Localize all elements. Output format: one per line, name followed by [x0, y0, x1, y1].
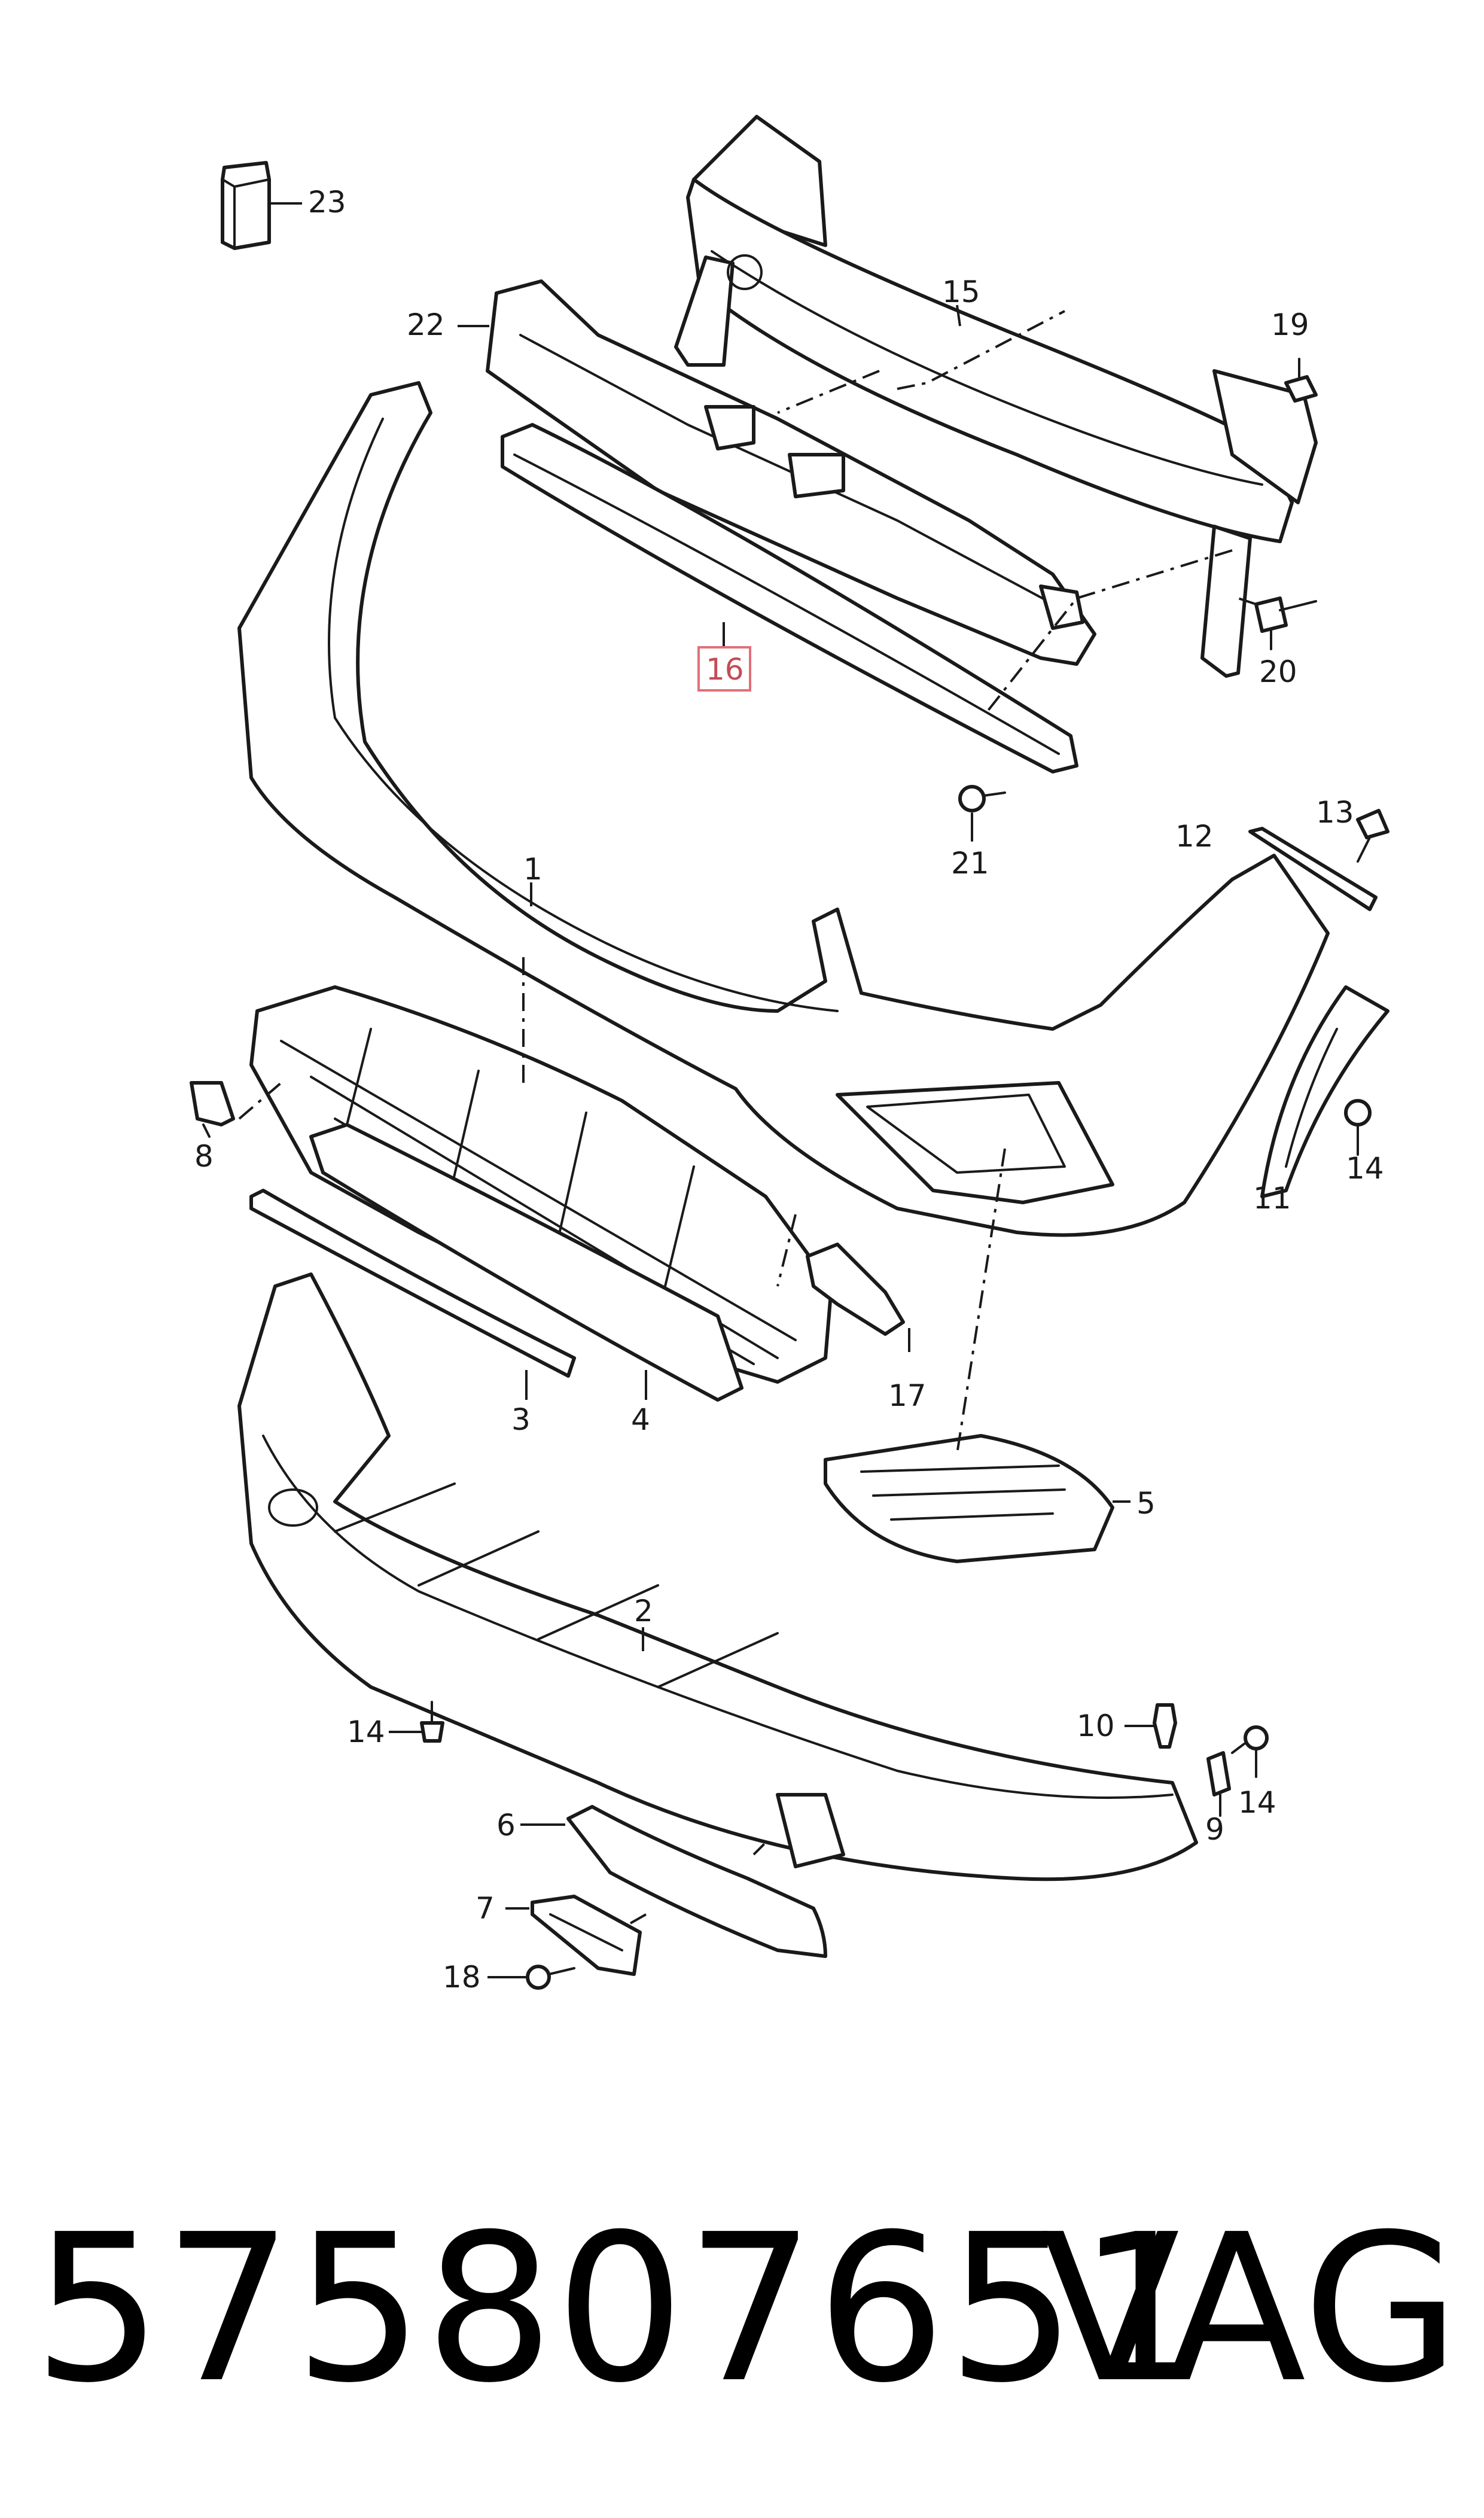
part-2-lower-spoiler — [237, 1272, 1198, 1881]
part-10-clip — [1125, 1703, 1177, 1749]
callout-17: 17 — [888, 1378, 927, 1413]
part-5-fog-grille — [824, 1434, 1130, 1563]
callout-14-left: 14 — [347, 1715, 385, 1749]
callout-23: 23 — [308, 185, 346, 220]
part-7-tow-cover — [505, 1895, 642, 1976]
part-15-crossmember — [674, 115, 1318, 678]
callout-4: 4 — [631, 1402, 650, 1437]
part-18-screw — [487, 1965, 575, 1990]
callout-15: 15 — [942, 275, 980, 309]
part-14-screw-lower-right — [1231, 1725, 1269, 1778]
part-23-box — [221, 161, 302, 250]
part-14-screw-left — [389, 1701, 444, 1743]
part-19-bolt — [1284, 358, 1318, 403]
callout-14-lower-right: 14 — [1238, 1785, 1276, 1820]
part-3-trim-strip — [249, 1189, 576, 1400]
part-17-bracket — [806, 1243, 910, 1352]
assembly-lines — [238, 310, 1257, 1940]
part-number: 575807651 — [33, 2191, 1208, 2428]
callout-12: 12 — [1175, 819, 1214, 854]
part-9-clip — [1206, 1751, 1231, 1817]
part-4-grille — [249, 985, 833, 1402]
callout-22: 22 — [407, 307, 445, 342]
callout-8: 8 — [194, 1139, 214, 1174]
part-14-screw-right — [1344, 1099, 1372, 1156]
brand-label: VAG — [1041, 2191, 1460, 2428]
part-6-lower-trim — [520, 1805, 827, 1958]
part-11-arch-trim — [1260, 985, 1389, 1198]
part-1-bumper-cover — [237, 381, 1330, 1237]
part-8-bracket — [190, 1081, 235, 1138]
callout-9: 9 — [1205, 1812, 1224, 1847]
callout-20: 20 — [1259, 654, 1297, 689]
callout-21: 21 — [951, 846, 989, 881]
callout-14-right: 14 — [1346, 1151, 1384, 1186]
part-20-bolt — [1254, 596, 1317, 650]
callout-2: 2 — [634, 1594, 653, 1628]
highlight-box — [697, 646, 751, 692]
callout-3: 3 — [511, 1402, 531, 1437]
part-12-strip — [1248, 827, 1378, 911]
callout-6: 6 — [496, 1808, 516, 1843]
parts-exploded-diagram: 23 15 19 22 16 20 21 13 12 1 8 14 11 17 … — [190, 115, 1389, 1995]
callout-5: 5 — [1136, 1486, 1156, 1521]
callout-13: 13 — [1316, 795, 1354, 830]
callout-18: 18 — [443, 1960, 481, 1995]
part-22-absorber — [458, 279, 1096, 666]
callout-11: 11 — [1253, 1181, 1291, 1216]
callout-7: 7 — [476, 1891, 495, 1926]
part-13-screw — [1356, 809, 1389, 863]
callout-16: 16 — [706, 652, 744, 687]
callout-19: 19 — [1271, 307, 1309, 342]
part-16-strip — [501, 423, 1078, 774]
callout-10: 10 — [1077, 1709, 1115, 1743]
callout-1: 1 — [523, 852, 543, 887]
part-21-bolt — [958, 785, 1006, 842]
